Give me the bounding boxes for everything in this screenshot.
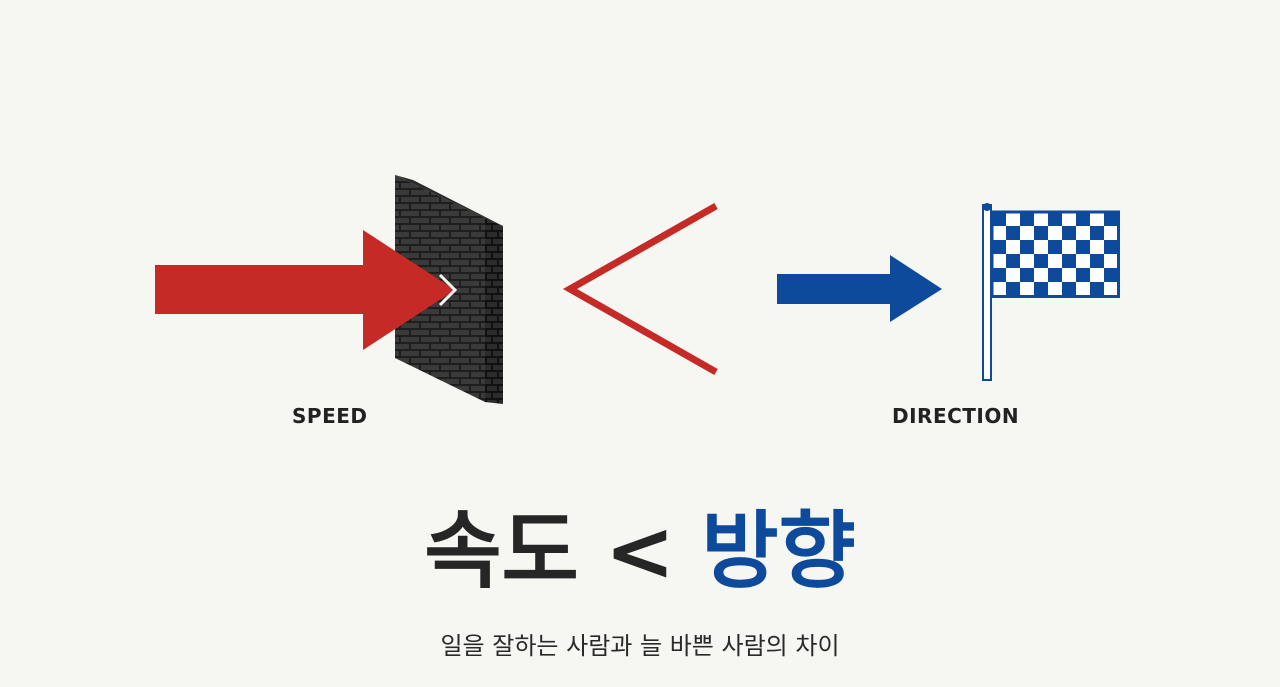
flag-check-square	[1090, 282, 1104, 296]
flag-check-square	[1034, 226, 1048, 240]
impact-line	[438, 273, 458, 307]
flag-check-square	[1048, 240, 1062, 254]
flag-check-square	[1104, 240, 1118, 254]
flag-check-square	[1104, 212, 1118, 226]
headline-direction-word: 방향	[701, 502, 856, 600]
flag-check-square	[1034, 254, 1048, 268]
flag-check-square	[1062, 226, 1076, 240]
flag-check-square	[1076, 212, 1090, 226]
flag-check-square	[1090, 254, 1104, 268]
flag-check-square	[1006, 254, 1020, 268]
flag-check-square	[1090, 226, 1104, 240]
flag-check-square	[1062, 254, 1076, 268]
headline-less-than: <	[604, 502, 676, 600]
less-than-icon	[562, 202, 718, 376]
flag-check-square	[1062, 282, 1076, 296]
flag-check-square	[1006, 282, 1020, 296]
flag-check-square	[992, 212, 1006, 226]
flag-check-square	[1076, 268, 1090, 282]
flag-check-square	[1048, 212, 1062, 226]
checkered-flag-icon	[982, 203, 1120, 381]
flag-check-square	[1020, 240, 1034, 254]
flag-check-square	[992, 268, 1006, 282]
subtitle: 일을 잘하는 사람과 늘 바쁜 사람의 차이	[440, 632, 840, 660]
flag-check-square	[1104, 268, 1118, 282]
flag-check-square	[992, 240, 1006, 254]
speed-label: SPEED	[292, 404, 368, 428]
flag-check-square	[1020, 212, 1034, 226]
flag-check-square	[1006, 226, 1020, 240]
headline: 속도 < 방향	[0, 496, 1280, 606]
flag-check-square	[1034, 282, 1048, 296]
direction-label: DIRECTION	[892, 404, 1020, 428]
red-arrow-icon	[155, 230, 455, 350]
blue-arrow-icon	[777, 255, 942, 322]
flag-check-square	[1076, 240, 1090, 254]
flag-check-square	[1048, 268, 1062, 282]
flag-check-square	[1020, 268, 1034, 282]
headline-speed-word: 속도	[424, 502, 579, 600]
